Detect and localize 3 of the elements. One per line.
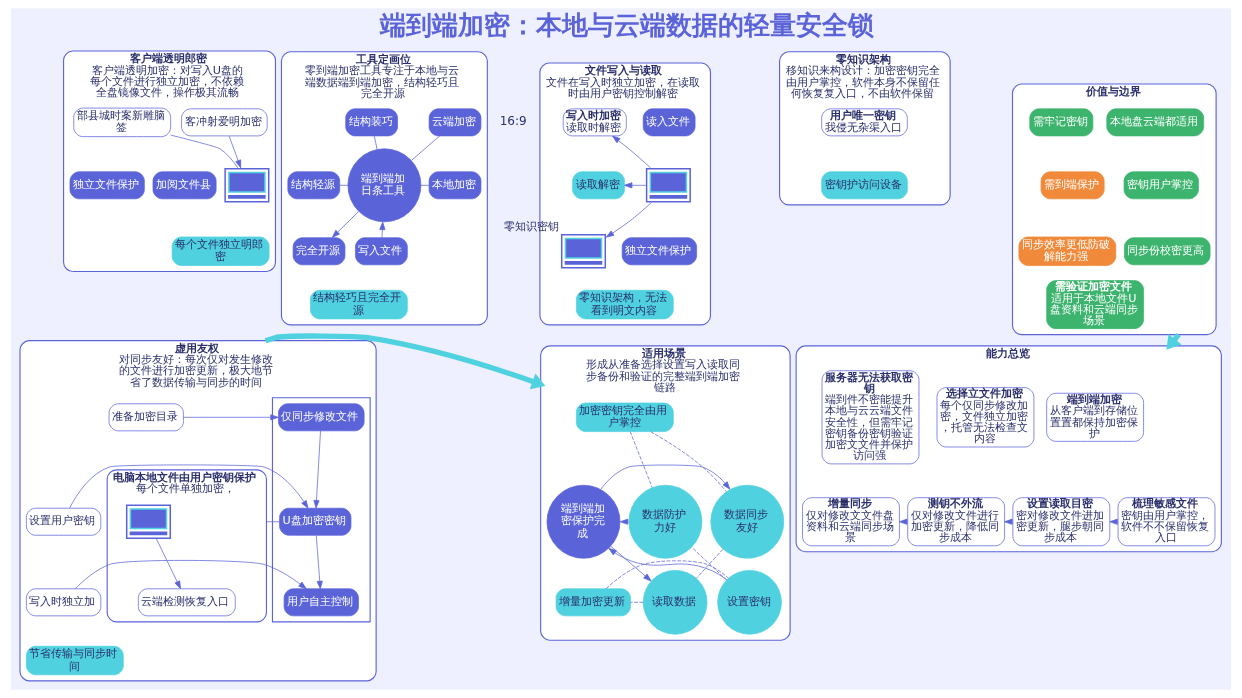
- label: 16:9: [499, 114, 527, 129]
- node-label: 零知识密钥: [503, 220, 559, 234]
- diagram-title: 端到端加密：本地与云端数据的轻量安全锁: [379, 9, 874, 40]
